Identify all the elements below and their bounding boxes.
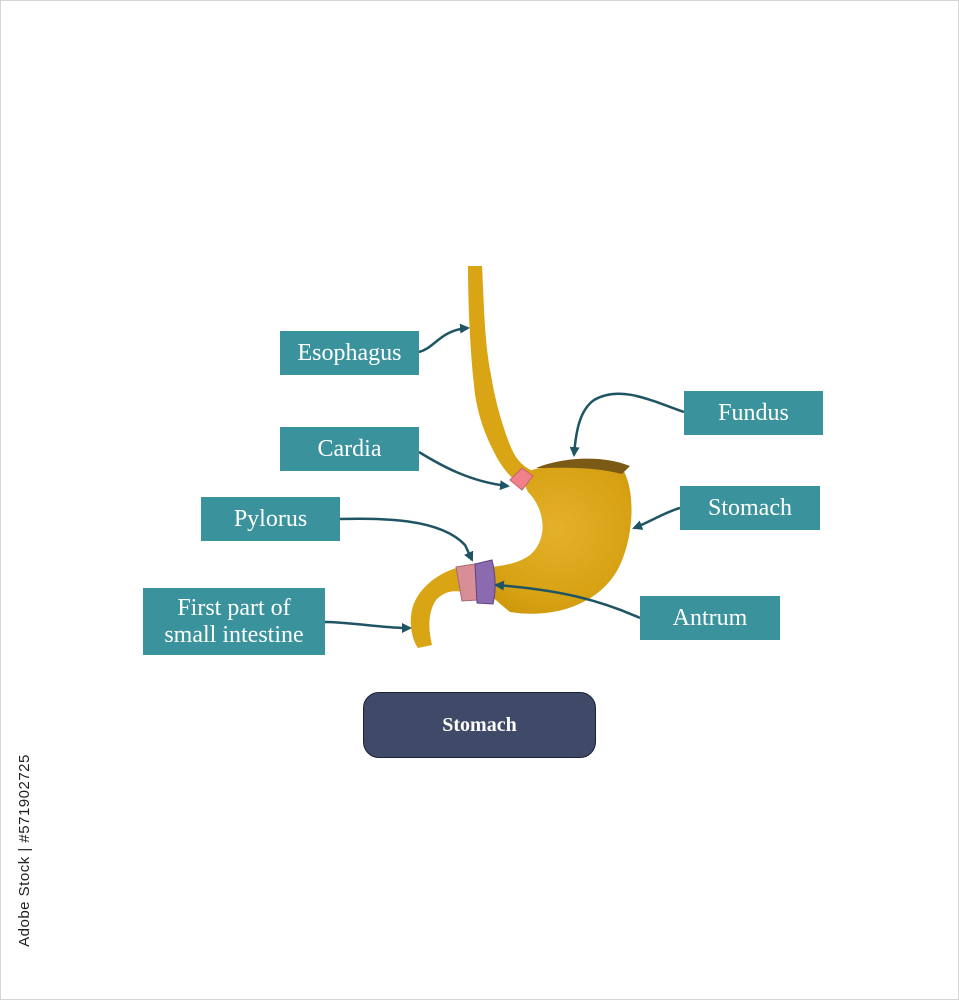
fundus-label: Fundus <box>684 391 823 435</box>
pylorus-label-text: Pylorus <box>233 505 308 532</box>
stock-watermark-text: Adobe Stock | #571902725 <box>15 753 33 947</box>
fundus-shape <box>536 458 630 474</box>
intestine-arrow <box>324 620 412 633</box>
first-part-label-line2: small intestine <box>164 621 304 648</box>
antrum-arrow <box>494 580 641 620</box>
cardia-arrow <box>418 450 510 491</box>
cardia-shape <box>509 467 534 491</box>
fundus-arrow <box>569 392 685 457</box>
stomach-label: Stomach <box>680 486 820 530</box>
esophagus-arrow <box>418 323 470 354</box>
cardia-label-text: Cardia <box>317 435 382 462</box>
first-part-small-intestine-label: First part of small intestine <box>143 588 325 655</box>
pylorus-arrow <box>339 517 474 562</box>
antrum-label: Antrum <box>640 596 780 640</box>
fundus-label-text: Fundus <box>718 399 789 426</box>
stomach-body-shape <box>468 460 632 614</box>
antrum-shape <box>474 559 496 605</box>
esophagus-label-text: Esophagus <box>297 339 402 366</box>
stomach-arrow <box>632 506 681 530</box>
intestine-shape <box>410 567 462 648</box>
pylorus-label: Pylorus <box>201 497 340 541</box>
antrum-label-text: Antrum <box>672 604 748 631</box>
stomach-label-text: Stomach <box>708 494 792 521</box>
pylorus-shape <box>455 563 478 602</box>
diagram-title: Stomach <box>363 692 596 758</box>
stock-watermark: Adobe Stock | #571902725 <box>4 754 44 947</box>
esophagus-shape <box>468 266 531 486</box>
esophagus-label: Esophagus <box>280 331 419 375</box>
first-part-label-line1: First part of <box>177 594 291 621</box>
cardia-label: Cardia <box>280 427 419 471</box>
